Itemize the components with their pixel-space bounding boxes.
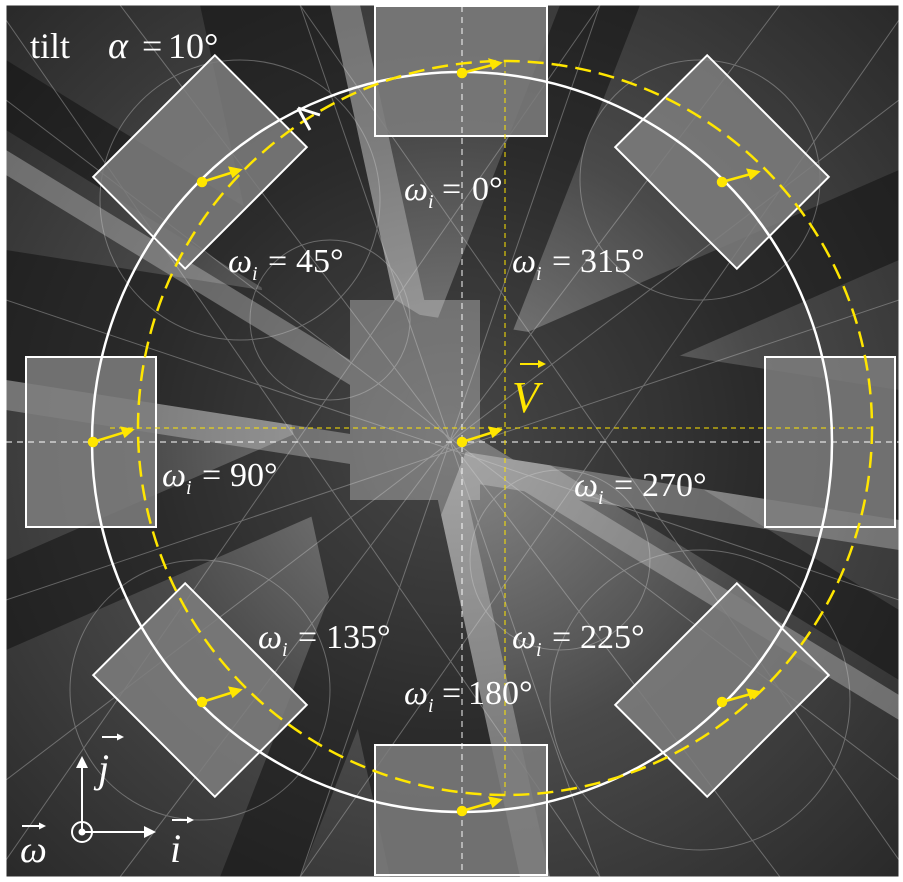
omega-value-315: 315° — [580, 243, 645, 280]
tilt-label: tilt α = 10° — [30, 25, 218, 67]
svg-text:ω: ω — [404, 675, 428, 712]
detector-window-315 — [613, 53, 831, 271]
vector-v-label: V — [512, 360, 546, 422]
detector-window-270 — [764, 356, 896, 528]
svg-text:=: = — [298, 619, 317, 656]
detector-window-180 — [374, 744, 548, 876]
axis-omega-symbol — [71, 821, 93, 843]
svg-text:ω: ω — [512, 619, 536, 656]
tilt-value: 10° — [168, 26, 218, 66]
svg-text:=: = — [442, 171, 461, 208]
marker-center — [456, 426, 503, 448]
svg-text:=: = — [202, 457, 221, 494]
rotation-arrowhead — [296, 106, 321, 131]
svg-text:i: i — [282, 639, 288, 661]
svg-text:i: i — [428, 191, 434, 213]
omega-label-135: ω i = 135° — [258, 619, 391, 661]
axis-i-label: i — [170, 826, 181, 871]
svg-text:=: = — [552, 619, 571, 656]
figure-frame — [5, 4, 900, 878]
axis-omega-label: ω — [20, 829, 47, 871]
omega-label-90: ω i = 90° — [162, 457, 278, 499]
svg-text:ω: ω — [512, 243, 536, 280]
omega-value-45: 45° — [296, 243, 344, 280]
detector-window-0 — [374, 5, 548, 137]
tilt-equals: = — [142, 26, 162, 66]
marker-135 — [196, 686, 243, 708]
svg-text:ω: ω — [258, 619, 282, 656]
svg-text:i: i — [186, 477, 192, 499]
coordinate-axes: i j ω — [20, 733, 194, 871]
marker-225 — [716, 688, 761, 708]
tilt-word: tilt — [30, 26, 70, 66]
marker-45 — [196, 166, 243, 188]
omega-label-180: ω i = 180° — [404, 675, 533, 717]
omega-label-45: ω i = 45° — [228, 243, 344, 285]
axis-j-label: j — [93, 746, 109, 791]
omega-value-180: 180° — [468, 675, 533, 712]
omega-label-270: ω i = 270° — [574, 467, 707, 509]
svg-text:i: i — [428, 695, 434, 717]
tilted-dashed-circle — [136, 59, 874, 797]
svg-text:ω: ω — [162, 457, 186, 494]
svg-text:ω: ω — [574, 467, 598, 504]
marker-90 — [87, 426, 135, 448]
svg-text:=: = — [268, 243, 287, 280]
omega-label-315: ω i = 315° — [512, 243, 645, 285]
svg-text:=: = — [442, 675, 461, 712]
svg-text:i: i — [598, 487, 604, 509]
svg-text:V: V — [512, 373, 544, 422]
svg-text:i: i — [536, 263, 542, 285]
omega-value-225: 225° — [580, 619, 645, 656]
svg-text:i: i — [536, 639, 542, 661]
svg-text:ω: ω — [404, 171, 428, 208]
omega-value-270: 270° — [642, 467, 707, 504]
svg-text:=: = — [552, 243, 571, 280]
svg-text:ω: ω — [228, 243, 252, 280]
alpha-symbol: α — [108, 25, 129, 67]
svg-text:=: = — [614, 467, 633, 504]
omega-value-0: 0° — [472, 171, 503, 208]
omega-label-0: ω i = 0° — [404, 171, 503, 213]
marker-315 — [716, 168, 761, 188]
omega-value-135: 135° — [326, 619, 391, 656]
marker-0 — [456, 58, 503, 79]
detector-window-45 — [91, 53, 309, 271]
omega-label-225: ω i = 225° — [512, 619, 645, 661]
omega-value-90: 90° — [230, 457, 278, 494]
marker-180 — [456, 796, 503, 817]
yellow-displacement-markers — [87, 58, 761, 817]
svg-text:i: i — [252, 263, 258, 285]
